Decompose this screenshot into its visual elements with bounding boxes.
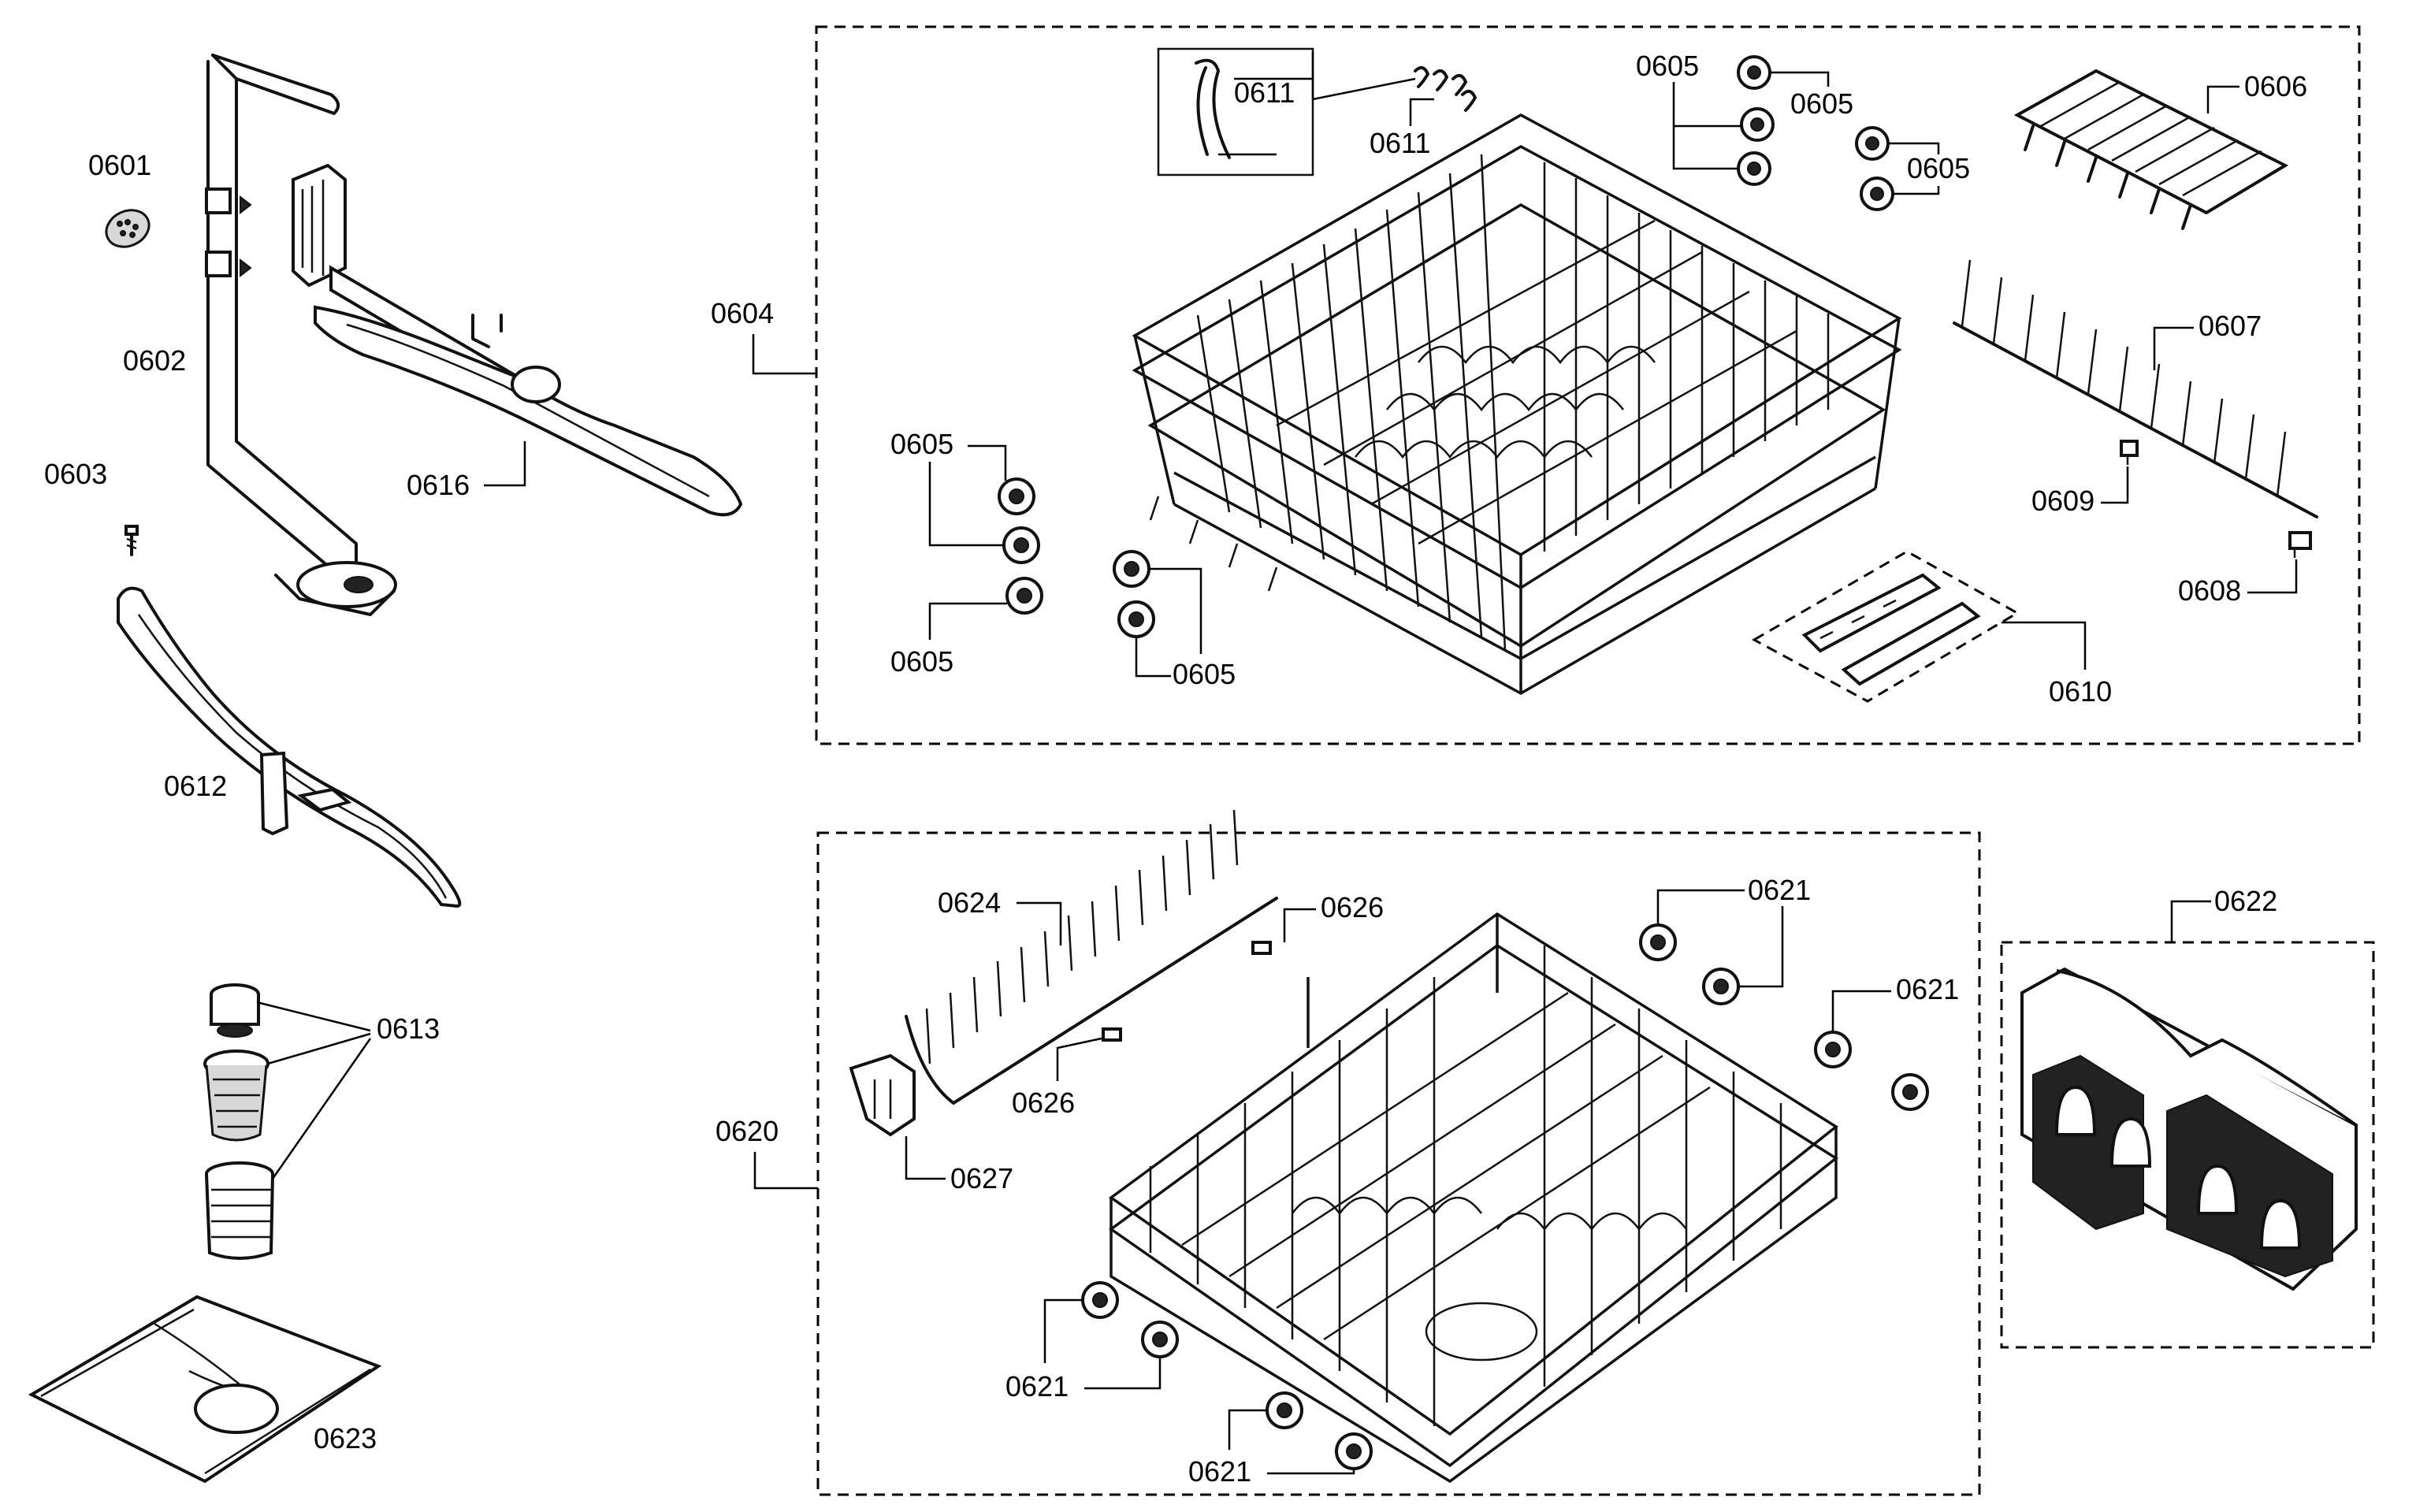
leader-0611-a xyxy=(1218,52,1416,156)
label-0613: 0613 xyxy=(377,1012,440,1045)
leader-0605-left-c xyxy=(1135,567,1202,678)
leader-0606 xyxy=(2206,85,2239,113)
label-0620: 0620 xyxy=(716,1115,779,1147)
leader-0621-b xyxy=(1831,990,1891,1032)
label-0605-left-a: 0605 xyxy=(890,428,953,460)
leader-0605-top-a xyxy=(1672,82,1741,170)
leader-0621-d xyxy=(1228,1409,1355,1475)
lower-rack-group-box xyxy=(816,831,1981,1496)
leader-0605-left-a xyxy=(928,444,1007,547)
part-0624-drawing xyxy=(905,809,1278,1105)
label-0611-a: 0611 xyxy=(1234,76,1295,109)
leader-0624 xyxy=(1017,901,1062,945)
label-0607: 0607 xyxy=(2199,310,2262,342)
leader-0622 xyxy=(2170,900,2211,942)
label-0608: 0608 xyxy=(2178,574,2241,607)
part-0609-drawing xyxy=(2120,440,2139,465)
part-0611-drawing xyxy=(1157,47,1477,176)
label-0621-a: 0621 xyxy=(1748,874,1811,906)
label-0605-top-b: 0605 xyxy=(1790,87,1853,120)
leader-0627 xyxy=(905,1136,946,1180)
label-0623: 0623 xyxy=(314,1422,377,1454)
label-0627: 0627 xyxy=(950,1162,1013,1194)
label-0616: 0616 xyxy=(407,469,470,501)
part-0613-drawing xyxy=(203,983,274,1260)
part-0610-drawing xyxy=(1751,550,2020,703)
part-0622-drawing xyxy=(2020,967,2358,1291)
leader-0620 xyxy=(753,1152,818,1190)
label-0612: 0612 xyxy=(164,770,227,802)
leader-0610 xyxy=(2002,621,2087,670)
leader-0605-left-b xyxy=(928,602,1007,640)
label-0621-b: 0621 xyxy=(1896,973,1959,1005)
part-0605-rollers-upper-left xyxy=(998,477,1155,638)
leader-0621-c xyxy=(1043,1298,1162,1390)
part-0605-rollers-upper-right xyxy=(1737,55,1894,211)
part-0626-drawing xyxy=(1102,941,1272,1042)
leader-0621-a xyxy=(1656,889,1784,988)
part-0603-drawing xyxy=(125,525,139,556)
leader-0604 xyxy=(752,334,816,375)
label-0626-a: 0626 xyxy=(1321,891,1384,923)
leader-0605-top-b xyxy=(1770,71,1830,87)
label-0605-top-c: 0605 xyxy=(1907,152,1970,184)
label-0606: 0606 xyxy=(2244,70,2307,102)
label-0602: 0602 xyxy=(123,344,186,377)
label-0605-left-c: 0605 xyxy=(1173,658,1236,690)
label-0626-b: 0626 xyxy=(1012,1087,1075,1119)
part-0607-drawing xyxy=(1953,259,2318,518)
label-0605-top-a: 0605 xyxy=(1636,50,1699,82)
label-0604: 0604 xyxy=(711,297,774,329)
label-0621-d: 0621 xyxy=(1188,1455,1251,1488)
part-0606-drawing xyxy=(2013,69,2289,230)
lower-rack-drawing xyxy=(1108,912,1839,1484)
upper-rack-group-box xyxy=(815,25,2361,745)
part-0602-drawing xyxy=(205,54,397,616)
leader-0626-b xyxy=(1056,1037,1102,1081)
leader-0616 xyxy=(484,441,526,487)
part-0616-drawing xyxy=(292,163,743,517)
part-0623-drawing xyxy=(28,1295,382,1484)
label-0610: 0610 xyxy=(2049,675,2112,708)
label-0621-c: 0621 xyxy=(1005,1370,1069,1402)
label-0601: 0601 xyxy=(88,149,151,181)
leader-0626-a xyxy=(1283,908,1316,942)
cutlery-basket-group-box xyxy=(2000,941,2375,1349)
leader-0607 xyxy=(2153,326,2194,370)
part-0608-drawing xyxy=(2288,531,2312,558)
label-0609: 0609 xyxy=(2031,485,2094,517)
leader-0605-top-c xyxy=(1888,142,1940,195)
part-0601-drawing xyxy=(105,209,151,248)
label-0624: 0624 xyxy=(938,886,1001,919)
part-0621-rollers xyxy=(1081,923,1929,1470)
label-0622: 0622 xyxy=(2214,885,2277,917)
leader-0609 xyxy=(2101,466,2129,504)
label-0603: 0603 xyxy=(44,458,107,490)
label-0605-left-b: 0605 xyxy=(890,645,953,678)
leader-0611-b xyxy=(1409,98,1434,126)
part-0612-drawing xyxy=(117,586,462,908)
leader-0608 xyxy=(2247,559,2298,594)
part-0627-drawing xyxy=(849,1053,916,1137)
upper-rack-drawing xyxy=(1132,113,1902,696)
label-0611-b: 0611 xyxy=(1370,127,1430,159)
leader-0613 xyxy=(256,1001,372,1180)
